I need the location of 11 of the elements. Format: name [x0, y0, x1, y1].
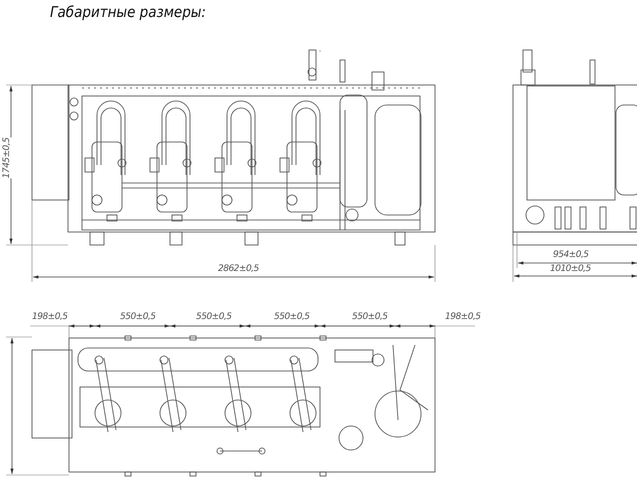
dimension-label: 954±0,5 — [553, 250, 589, 260]
dimension-label: 198±0,5 — [445, 312, 481, 322]
dimension-label: 550±0,5 — [196, 312, 232, 322]
dimension-label: 198±0,5 — [32, 312, 68, 322]
dimension-label: 550±0,5 — [274, 312, 310, 322]
dimension-label: 1010±0,5 — [550, 264, 591, 274]
dimension-label: 1745±0,5 — [2, 138, 12, 178]
dimension-label: 550±0,5 — [120, 312, 156, 322]
dimension-label: 2862±0,5 — [218, 264, 259, 274]
dimension-label: 550±0,5 — [352, 312, 388, 322]
drawing-title: Габаритные размеры: — [50, 3, 206, 21]
